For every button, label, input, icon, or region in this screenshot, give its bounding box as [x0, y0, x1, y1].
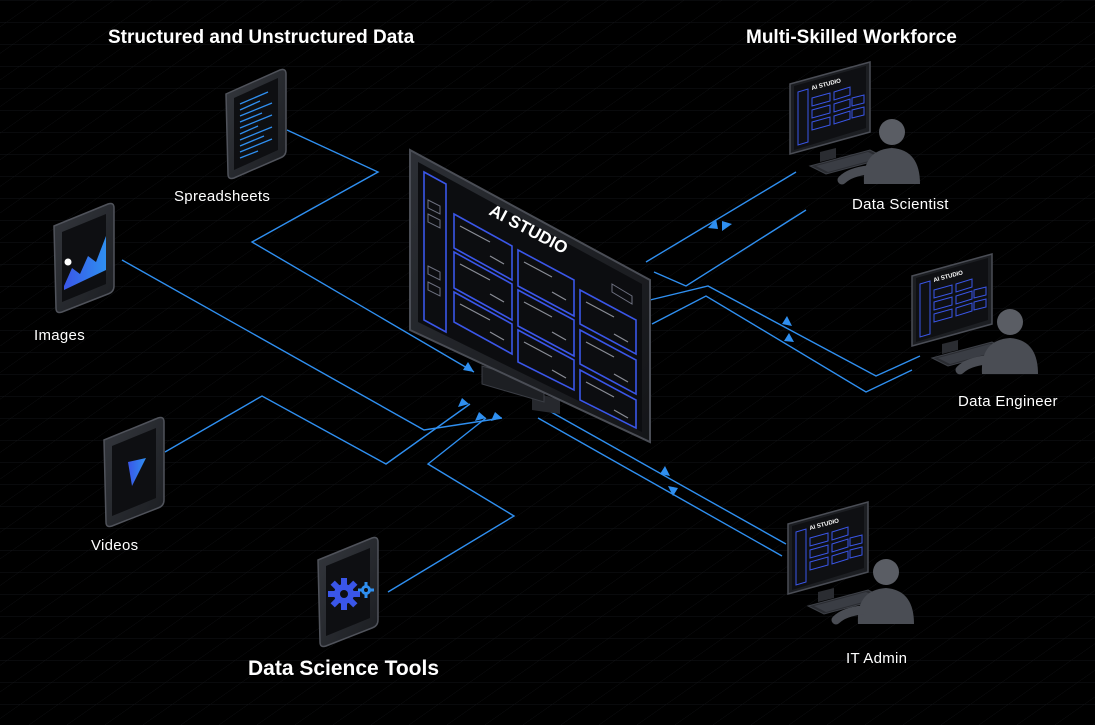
spreadsheets-label: Spreadsheets: [174, 188, 271, 205]
images-label: Images: [34, 327, 85, 344]
spreadsheet-icon: [225, 68, 287, 180]
spreadsheet-connector: [250, 129, 475, 373]
data-scientist-link-out: [645, 171, 797, 263]
data-engineer-link-out: [649, 285, 921, 377]
ai-studio-monitor: AI STUDIO: [409, 148, 651, 444]
images-connector: [121, 259, 503, 431]
it-admin-workstation: AI STUDIO: [787, 501, 914, 624]
connection-lines: [121, 129, 921, 593]
data-engineer-workstation: AI STUDIO: [911, 253, 1038, 374]
video-play-icon: [103, 416, 165, 528]
gear-icon: [317, 536, 379, 648]
tools-connector: [387, 417, 516, 593]
image-chart-icon: [53, 202, 115, 314]
it-admin-label: IT Admin: [846, 650, 908, 667]
it-admin-link-in: [537, 417, 783, 557]
data-engineer-label: Data Engineer: [958, 393, 1058, 410]
data-scientist-link-in: [653, 209, 807, 287]
data-scientist-label: Data Scientist: [852, 196, 949, 213]
videos-label: Videos: [91, 537, 139, 554]
data-sources-header: Structured and Unstructured Data: [108, 27, 415, 48]
data-engineer-link-in: [651, 295, 913, 393]
data-scientist-workstation: AI STUDIO: [789, 61, 920, 184]
it-admin-link-out: [543, 407, 787, 545]
videos-connector: [164, 395, 471, 465]
tools-header: Data Science Tools: [248, 657, 440, 680]
workforce-header: Multi-Skilled Workforce: [746, 27, 957, 48]
arrowheads: [458, 219, 794, 496]
